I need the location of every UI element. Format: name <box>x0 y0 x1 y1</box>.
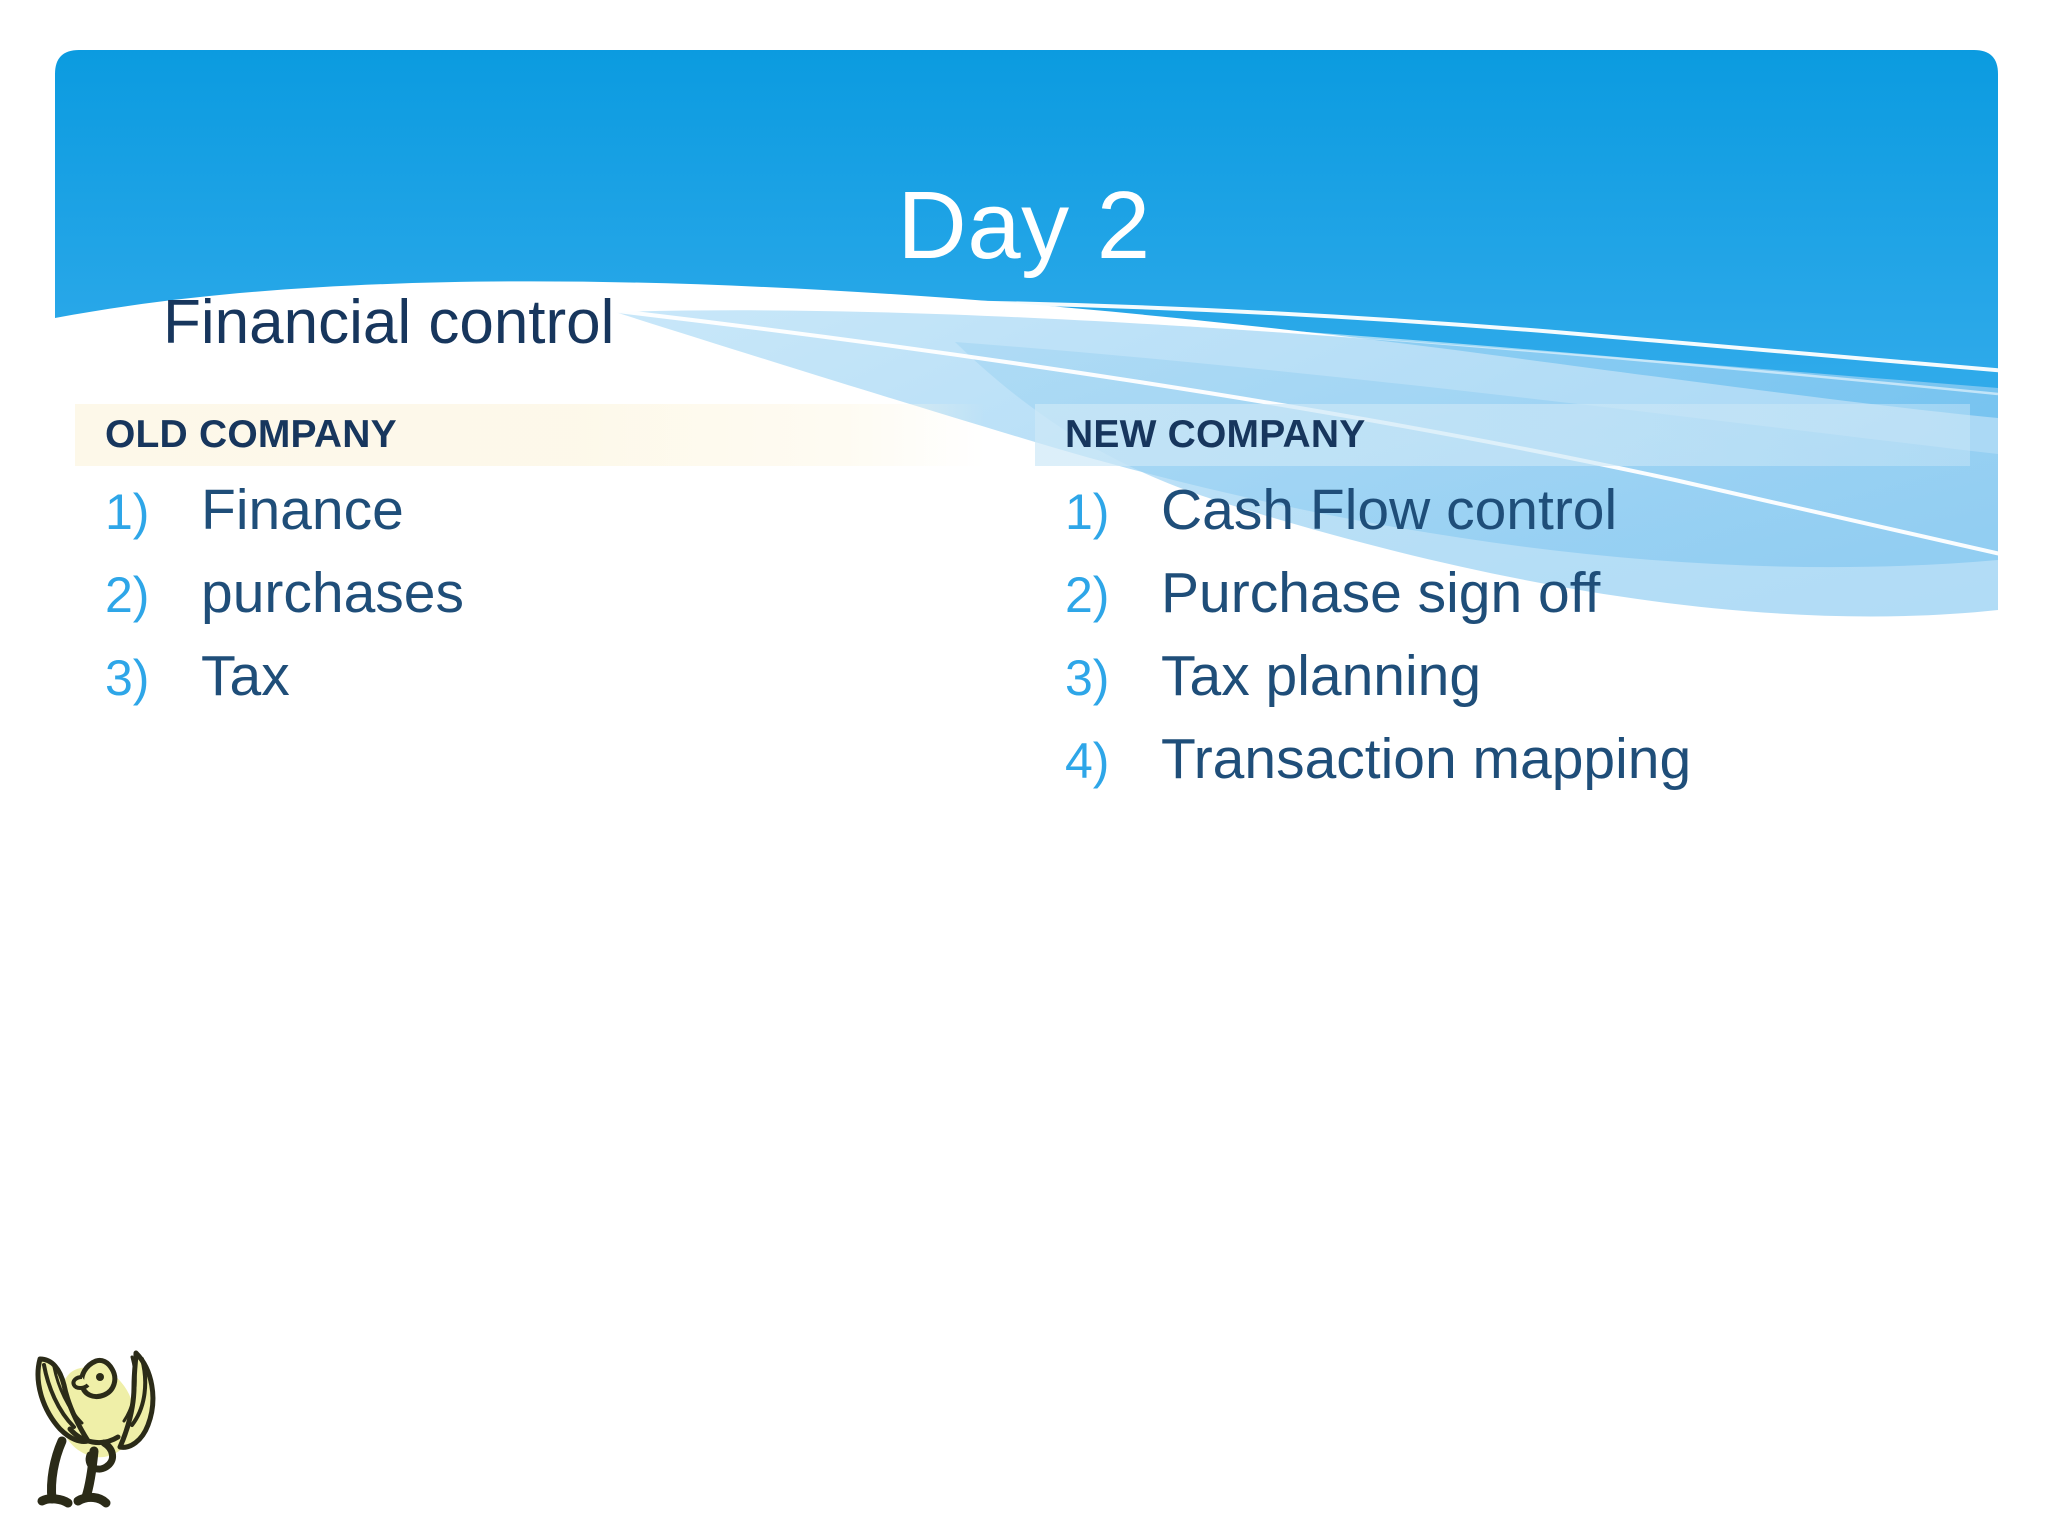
list-item-number: 1) <box>1065 484 1110 540</box>
list-new-company: 1) Cash Flow control 2) Purchase sign of… <box>1065 482 1970 814</box>
list-item-number: 1) <box>105 484 150 540</box>
list-item-label: Tax <box>201 644 290 708</box>
list-old-company: 1) Finance 2) purchases 3) Tax <box>105 482 985 731</box>
list-item-label: Purchase sign off <box>1161 561 1601 625</box>
list-item-label: Tax planning <box>1161 644 1482 708</box>
list-item: 2) Purchase sign off <box>1065 565 1970 648</box>
column-old-company: OLD COMPANY 1) Finance 2) purchases 3) T… <box>75 404 985 731</box>
list-item: 1) Finance <box>105 482 985 565</box>
phoenix-bird-icon <box>35 1350 156 1508</box>
page-title: Day 2 <box>897 172 1151 279</box>
list-item: 3) Tax planning <box>1065 648 1970 731</box>
column-header-new-company: NEW COMPANY <box>1035 404 1970 466</box>
list-item-number: 3) <box>1065 650 1110 706</box>
list-item-label: Cash Flow control <box>1161 478 1618 542</box>
page-subtitle: Financial control <box>163 288 615 357</box>
column-new-company: NEW COMPANY 1) Cash Flow control 2) Purc… <box>1035 404 1970 814</box>
list-item-label: purchases <box>201 561 464 625</box>
list-item: 1) Cash Flow control <box>1065 482 1970 565</box>
list-item-number: 2) <box>1065 567 1110 623</box>
list-item: 4) Transaction mapping <box>1065 731 1970 814</box>
list-item-number: 4) <box>1065 733 1110 789</box>
list-item: 3) Tax <box>105 648 985 731</box>
list-item: 2) purchases <box>105 565 985 648</box>
list-item-number: 3) <box>105 650 150 706</box>
column-header-old-company: OLD COMPANY <box>75 404 985 466</box>
list-item-label: Transaction mapping <box>1161 727 1692 791</box>
list-item-number: 2) <box>105 567 150 623</box>
list-item-label: Finance <box>201 478 404 542</box>
phoenix-bird-logo-icon <box>18 1325 188 1525</box>
